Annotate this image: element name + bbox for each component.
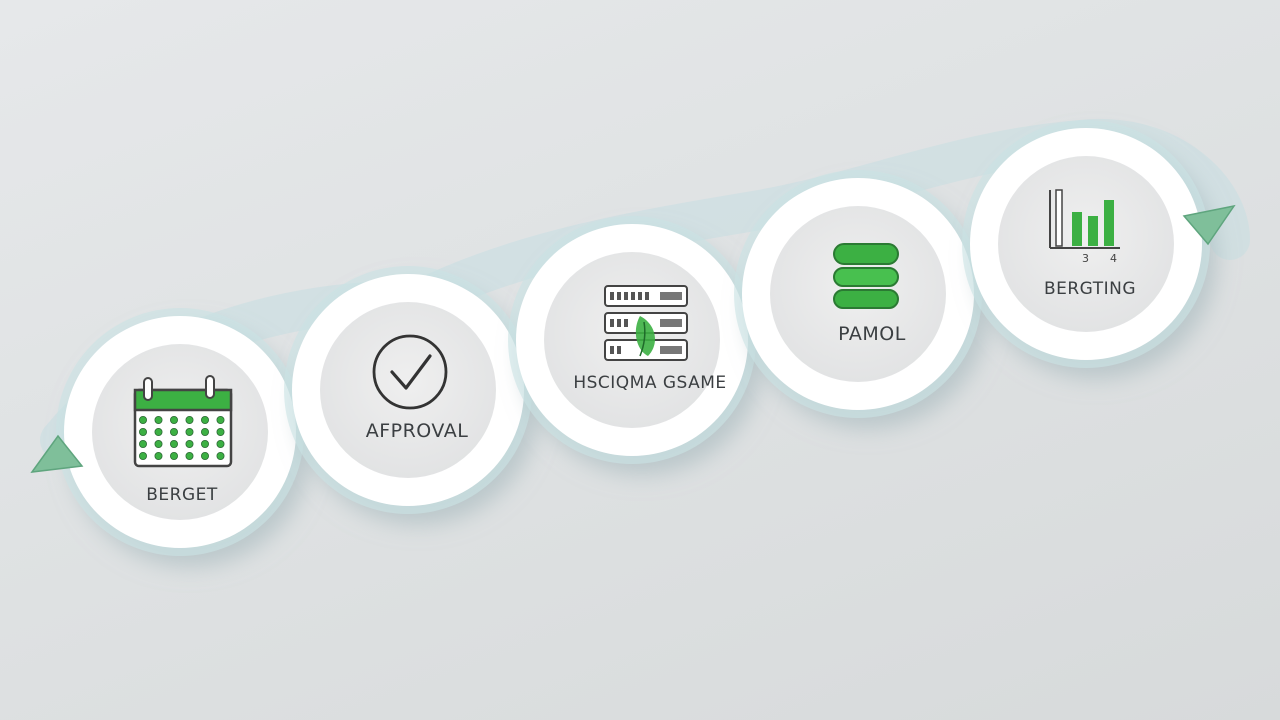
calendar-day-dot	[216, 427, 225, 436]
calendar-day-dot	[154, 415, 163, 424]
right-arrow-icon	[1182, 204, 1236, 246]
step-5-label: BERGTING	[1044, 279, 1136, 299]
calendar-day-dot	[185, 415, 194, 424]
chart-tick-2: 4	[1110, 252, 1117, 265]
database-stack-icon	[833, 243, 899, 309]
chart-tick-1: 3	[1082, 252, 1089, 265]
calendar-day-dot	[200, 439, 209, 448]
calendar-day-dot	[169, 427, 178, 436]
step-5	[962, 120, 1210, 368]
calendar-day-dot	[185, 451, 194, 460]
step-2-label: AFPROVAL	[366, 420, 469, 442]
calendar-day-dot	[154, 451, 163, 460]
calendar-day-dot	[185, 427, 194, 436]
calendar-day-dot	[185, 439, 194, 448]
checkmark-icon	[372, 334, 448, 410]
calendar-day-dot	[138, 427, 147, 436]
calendar-day-dot	[169, 439, 178, 448]
calendar-icon	[133, 375, 233, 468]
calendar-day-dot	[169, 451, 178, 460]
step-4-label: PAMOL	[838, 323, 906, 345]
calendar-day-dot	[216, 451, 225, 460]
calendar-day-dot	[154, 439, 163, 448]
calendar-day-dot	[216, 439, 225, 448]
calendar-day-dot	[169, 415, 178, 424]
calendar-day-dot	[138, 415, 147, 424]
server-rack-icon	[604, 285, 688, 361]
calendar-day-dot	[200, 415, 209, 424]
step-2	[284, 266, 532, 514]
calendar-day-dot	[216, 415, 225, 424]
left-arrow-icon	[30, 434, 84, 473]
calendar-day-dot	[154, 427, 163, 436]
calendar-day-dot	[138, 439, 147, 448]
calendar-day-dot	[200, 427, 209, 436]
calendar-day-dot	[200, 451, 209, 460]
step-1-label: BERGET	[146, 485, 218, 505]
calendar-day-dot	[138, 451, 147, 460]
bar-chart-icon: 3 4	[1049, 189, 1120, 265]
step-3-label: HSCIQMA GSAME	[573, 373, 726, 393]
